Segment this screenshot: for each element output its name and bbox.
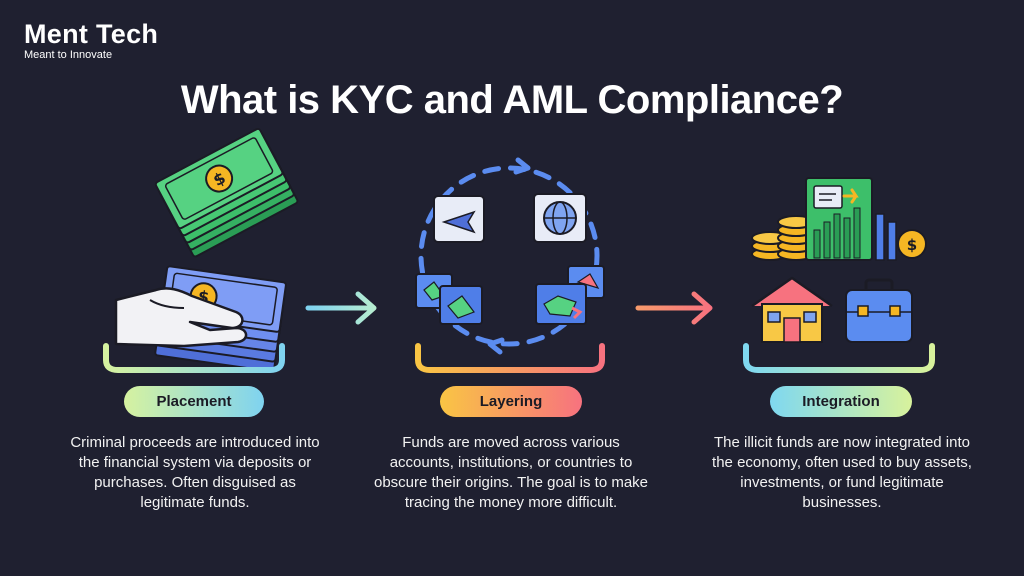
stage-placement: $ $ Placement Criminal proceeds are intr… (60, 0, 330, 576)
map-card-icon (535, 265, 605, 325)
stage-label-integration: Integration (802, 393, 880, 410)
stage-description-placement: Criminal proceeds are introduced into th… (70, 434, 320, 511)
globe-icon (533, 193, 587, 243)
money-stack-icon: $ (154, 127, 299, 258)
bar-chart-icon: $ (805, 177, 927, 261)
stage-description-layering: Funds are moved across various accounts,… (373, 434, 649, 511)
integration-illustration: $ (743, 177, 935, 417)
house-icon (751, 276, 833, 343)
airplane-icon (433, 195, 485, 243)
flow-arrow-icon (635, 291, 713, 325)
page-title: What is KYC and AML Compliance? (180, 78, 844, 122)
svg-text:$: $ (907, 236, 917, 254)
placement-illustration: $ $ (103, 127, 299, 417)
brand-logo: Ment Tech Meant to Innovate (24, 20, 158, 61)
stage-integration: $ Integration The illicit funds are now … (700, 0, 990, 576)
brand-name: Ment Tech (24, 19, 159, 49)
coin-stack-icon (751, 215, 815, 261)
map-card-icon (415, 273, 483, 325)
stage-description-integration: The illicit funds are now integrated int… (712, 434, 972, 511)
stage-layering: Layering Funds are moved across various … (374, 0, 656, 576)
stage-label-placement: Placement (156, 393, 232, 410)
brand-tagline: Meant to Innovate (24, 49, 113, 61)
layering-illustration (415, 157, 605, 417)
hand-icon (114, 287, 248, 348)
briefcase-icon (845, 278, 913, 343)
flow-arrow-icon (305, 291, 377, 325)
stage-label-layering: Layering (479, 393, 543, 410)
cycle-arrows-icon (418, 157, 600, 355)
